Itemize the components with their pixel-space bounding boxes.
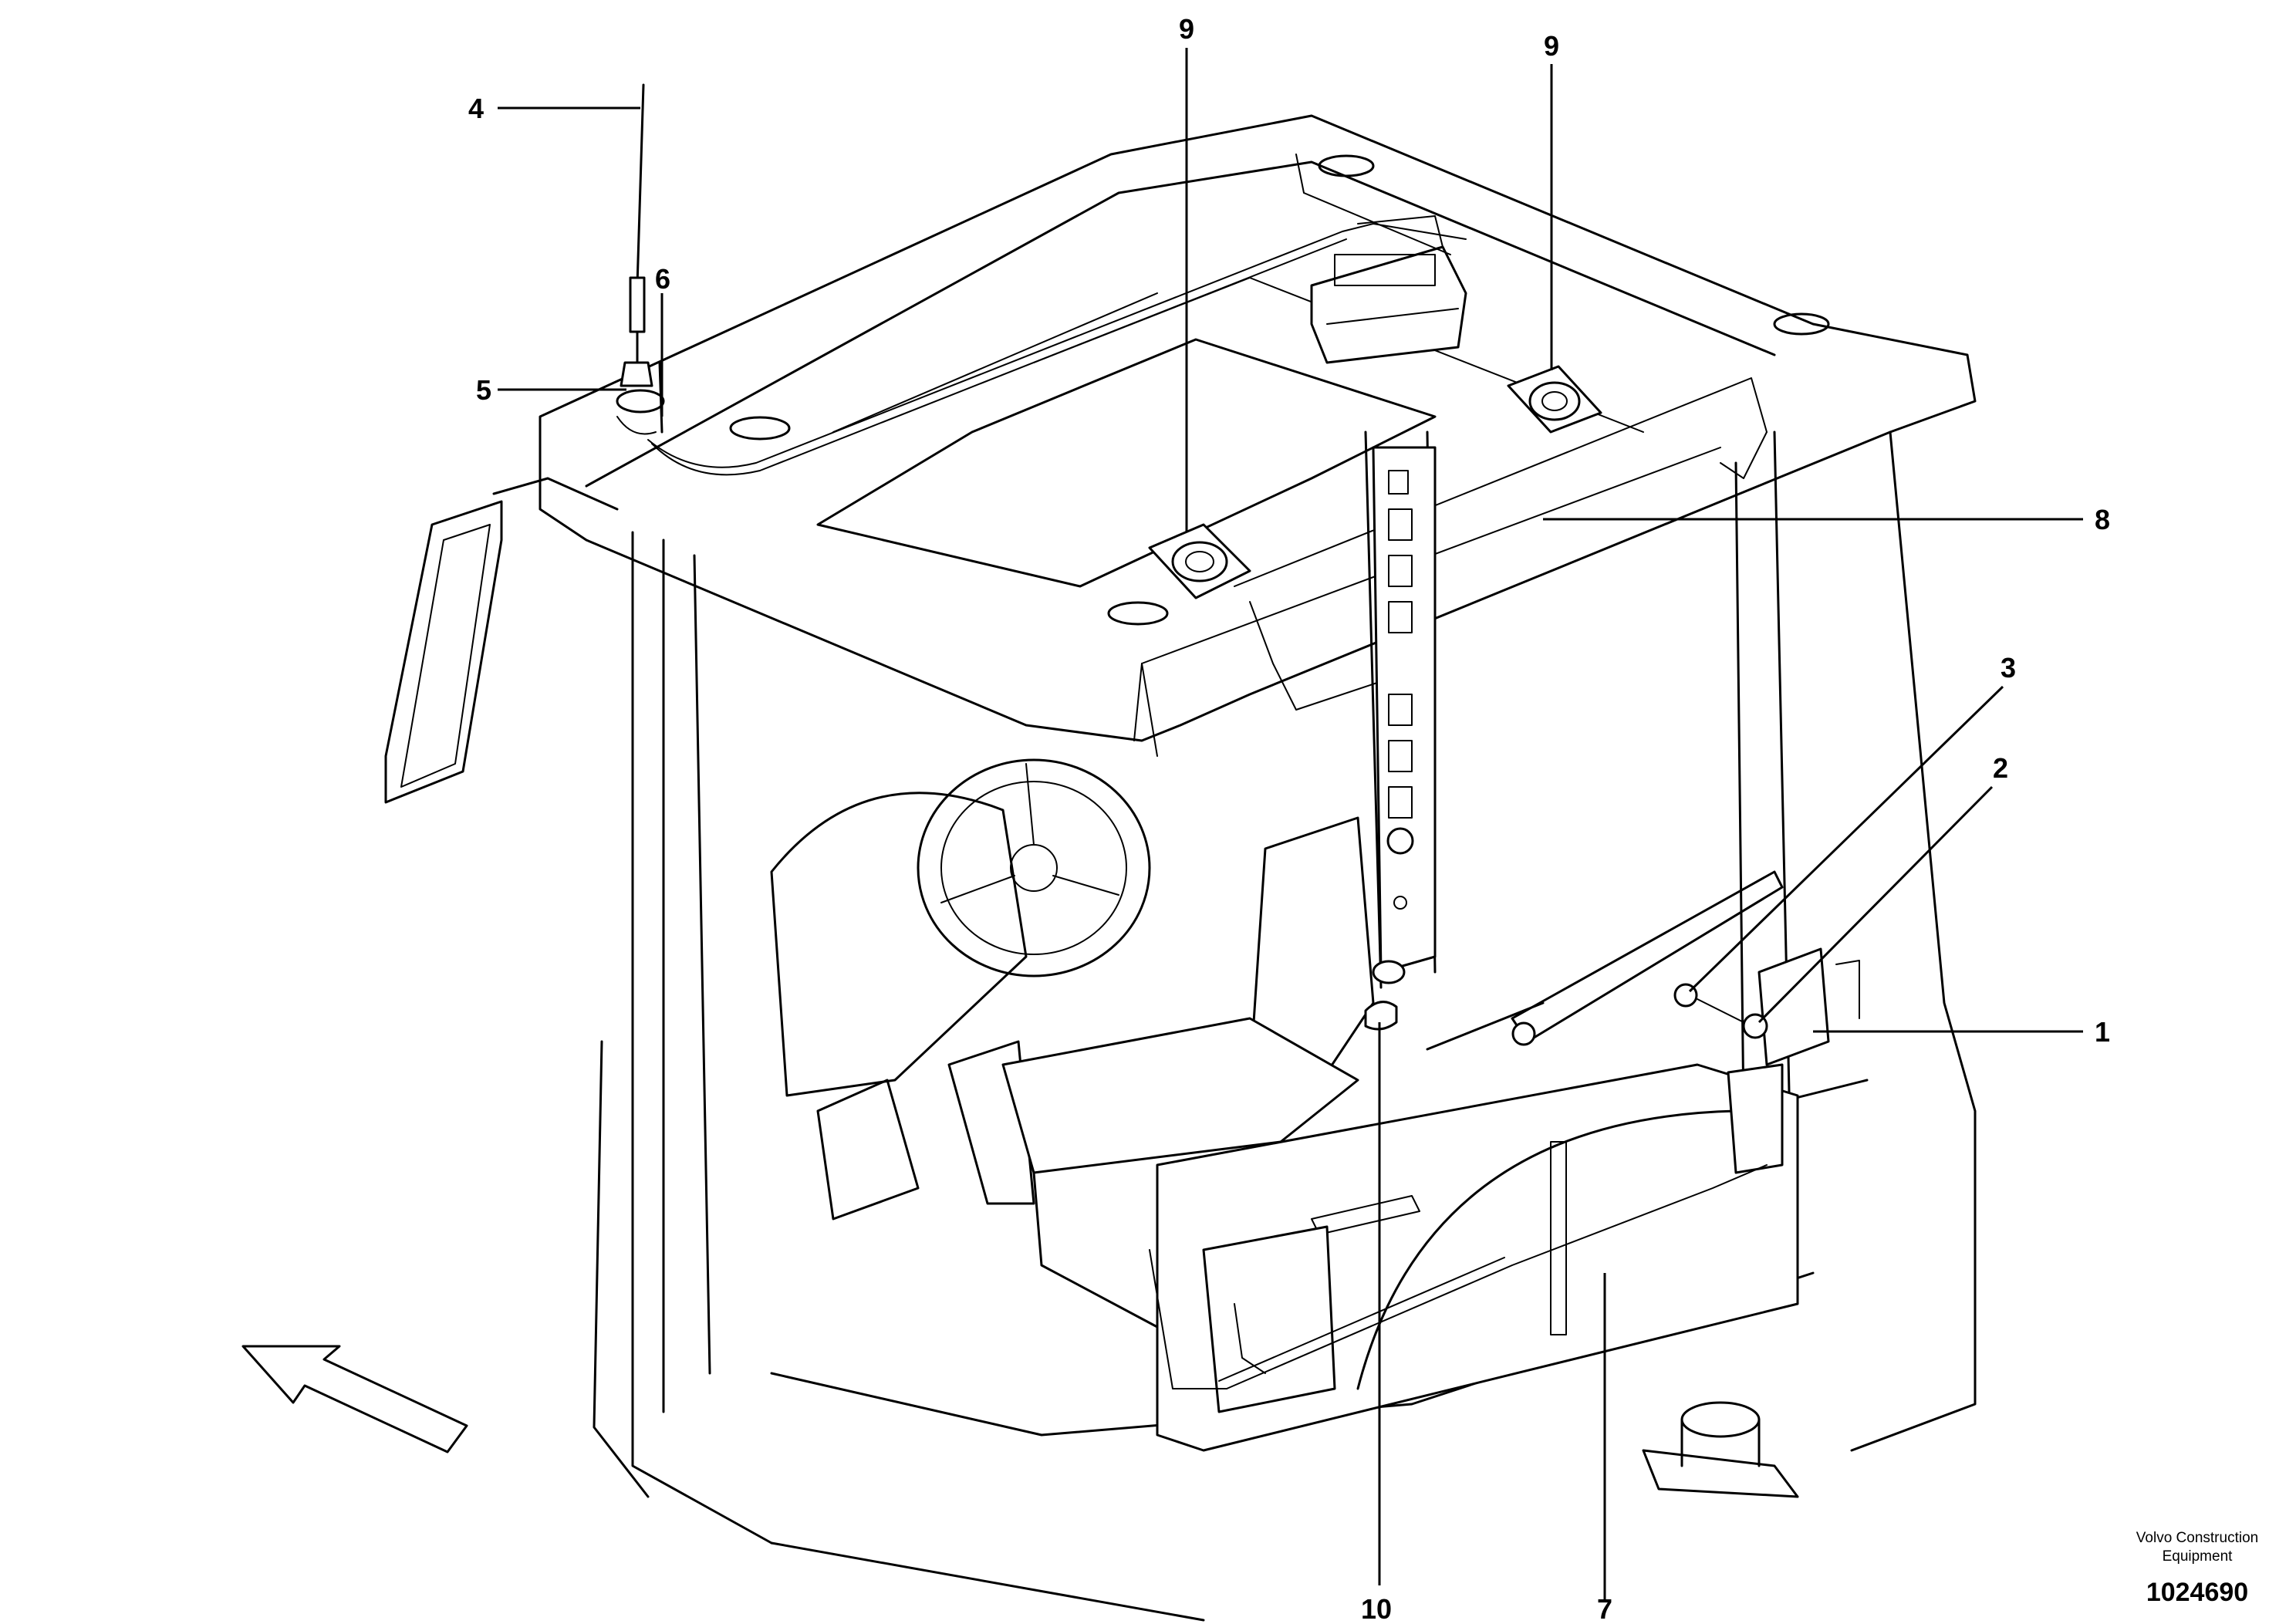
operator-seat (1001, 816, 1375, 1329)
callout-6: 6 (655, 263, 670, 295)
callout-1: 1 (2095, 1016, 2110, 1048)
callout-3: 3 (2001, 652, 2016, 684)
callout-9-right: 9 (1544, 30, 1559, 62)
radio-unit (1310, 215, 1467, 364)
callout-5: 5 (476, 374, 491, 406)
callout-labels: 4 5 6 9 9 8 3 2 1 10 7 (468, 13, 2110, 1624)
drawing-number: 1024690 (2146, 1578, 2248, 1607)
credit-line-1: Volvo Construction (2136, 1530, 2258, 1546)
drawing-credit: Volvo Construction Equipment 1024690 (2136, 1530, 2258, 1607)
credit-line-2: Equipment (2163, 1548, 2234, 1565)
callout-2: 2 (1993, 752, 2008, 784)
power-socket (1364, 960, 1406, 1031)
dashboard-and-steering (770, 758, 1151, 1221)
callout-8: 8 (2095, 504, 2110, 535)
lower-cable (1149, 1164, 1768, 1389)
rear-fender-panel (1156, 1063, 1799, 1452)
speaker-right (1507, 365, 1602, 434)
antenna-cable (647, 154, 1467, 476)
control-unit (1673, 947, 1860, 1174)
antenna (620, 83, 653, 387)
callout-10: 10 (1361, 1593, 1392, 1624)
leader-lines (498, 48, 2083, 1601)
centre-control-panel (1372, 446, 1437, 974)
cab-roof (539, 114, 1977, 742)
callout-4: 4 (468, 93, 484, 124)
callout-9-left: 9 (1179, 13, 1194, 45)
rear-wiper (1426, 870, 1784, 1051)
direction-arrow (241, 1345, 468, 1453)
side-mirror (384, 477, 619, 804)
callout-7: 7 (1597, 1593, 1612, 1624)
floor-unit (1642, 1401, 1799, 1498)
